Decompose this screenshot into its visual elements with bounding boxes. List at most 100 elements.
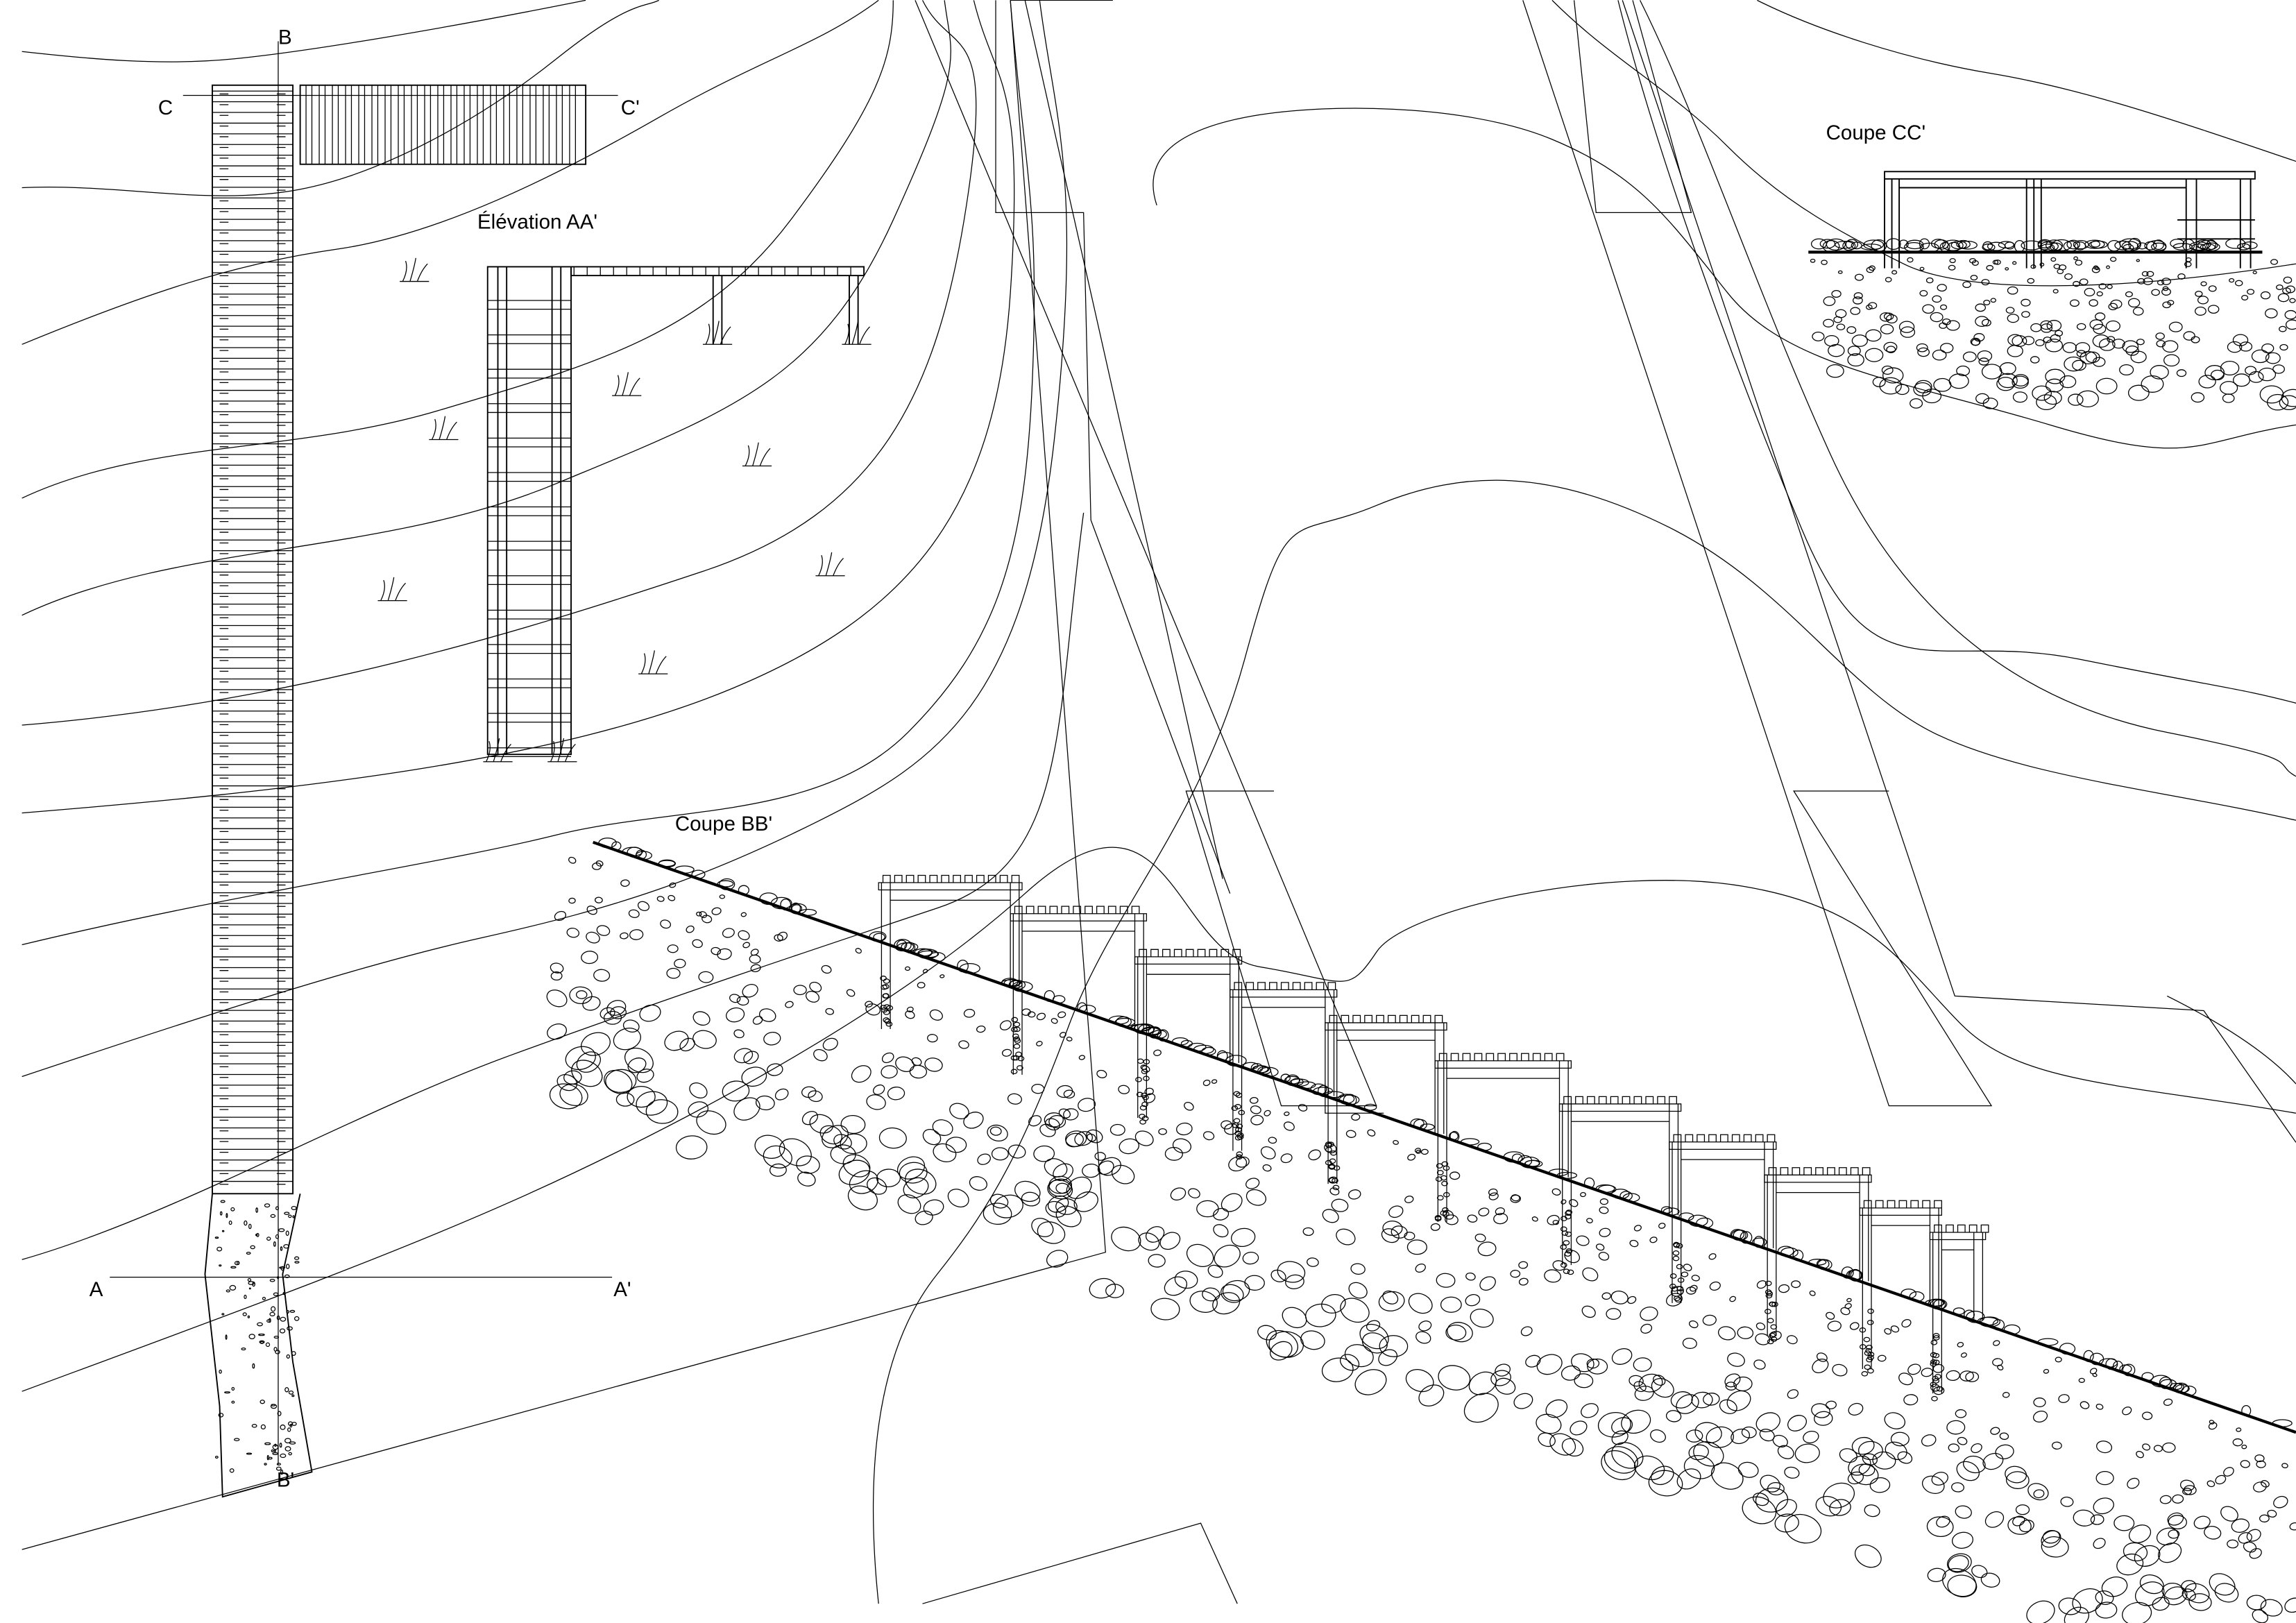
- rock: [2073, 1509, 2095, 1527]
- rock: [1207, 1264, 1223, 1278]
- rock: [1268, 1331, 1304, 1358]
- rock: [763, 1032, 781, 1046]
- gravel-stone: [275, 1466, 282, 1471]
- rock: [1759, 1428, 1775, 1442]
- rock: [2139, 1574, 2164, 1595]
- rock: [1897, 1451, 1913, 1464]
- surface-rock: [2122, 1363, 2136, 1377]
- rock: [2127, 384, 2150, 401]
- rock: [1640, 1323, 1653, 1334]
- rock: [801, 1086, 817, 1098]
- rock: [1036, 1012, 1046, 1021]
- surface-rock: [2046, 239, 2064, 251]
- rock: [1098, 1157, 1121, 1176]
- rock: [1164, 1146, 1183, 1161]
- rock: [1970, 275, 1978, 281]
- surface-rock: [2202, 242, 2220, 252]
- rock: [581, 951, 599, 965]
- rock: [2197, 296, 2209, 305]
- rock: [1344, 1344, 1374, 1368]
- contour-line: [22, 0, 1068, 1078]
- rock: [1111, 1226, 1141, 1252]
- rock: [847, 1185, 878, 1211]
- rock: [2277, 293, 2290, 303]
- rock: [1119, 1138, 1139, 1155]
- rock: [2222, 393, 2235, 403]
- surface-rock: [2066, 239, 2080, 250]
- rock: [1345, 1130, 1357, 1138]
- rock: [1971, 260, 1979, 266]
- rock: [2021, 311, 2030, 318]
- rock: [1449, 1171, 1461, 1180]
- rock: [1245, 1189, 1267, 1206]
- rock: [1829, 1499, 1851, 1516]
- surface-rock: [1052, 995, 1066, 1004]
- gravel-stone: [262, 1296, 266, 1300]
- footing-gravel: [1011, 1017, 1019, 1023]
- rock: [2208, 285, 2217, 292]
- footing-gravel: [1325, 1159, 1332, 1166]
- rock: [1545, 1399, 1568, 1418]
- rock: [550, 971, 563, 981]
- rock: [595, 860, 604, 867]
- rock: [1586, 1218, 1593, 1223]
- rock: [2123, 1542, 2148, 1562]
- rock: [568, 897, 576, 904]
- rock: [1445, 1214, 1459, 1225]
- surface-rock: [2084, 239, 2105, 249]
- rock: [656, 896, 665, 902]
- stair-step: [1010, 906, 1148, 1075]
- rock: [1468, 1371, 1497, 1395]
- rock: [1260, 1146, 1276, 1159]
- footing-gravel: [1236, 1151, 1243, 1157]
- footing-gravel: [1669, 1284, 1676, 1289]
- rock: [2092, 357, 2106, 367]
- rock: [2095, 1601, 2118, 1619]
- surface-rock: [1777, 1246, 1794, 1257]
- rock: [1812, 1358, 1829, 1373]
- surface-rock: [1826, 238, 1846, 251]
- rock: [1184, 1101, 1194, 1111]
- rock: [1549, 1433, 1576, 1456]
- surface-rock: [1808, 1259, 1827, 1266]
- rock: [2052, 1441, 2062, 1450]
- rock: [2259, 385, 2284, 404]
- rock: [1971, 339, 1980, 346]
- rock: [1445, 1324, 1467, 1341]
- rock: [2080, 1401, 2090, 1409]
- footing-gravel: [1014, 1038, 1021, 1044]
- rock: [1978, 357, 1989, 366]
- rock: [1249, 1097, 1259, 1104]
- rock: [2241, 294, 2249, 300]
- grass-tufts: [377, 257, 871, 763]
- rock: [2172, 1494, 2184, 1504]
- rock: [2234, 280, 2243, 287]
- footing-gravel: [1769, 1301, 1776, 1307]
- rock: [1959, 1370, 1974, 1382]
- gravel-stone: [265, 1342, 271, 1348]
- rock: [2064, 356, 2084, 372]
- footing-gravel: [1861, 1371, 1869, 1377]
- rock: [711, 946, 722, 955]
- rock: [743, 1051, 759, 1064]
- rock: [2157, 280, 2165, 286]
- rock: [2231, 1518, 2250, 1533]
- footing-gravel: [1932, 1333, 1940, 1339]
- gravel-stone: [246, 1452, 253, 1455]
- footing-gravel: [1440, 1175, 1447, 1181]
- rock: [1866, 266, 1875, 273]
- contour-line: [22, 0, 586, 62]
- rock: [1551, 1188, 1561, 1196]
- footing-gravel: [1010, 1055, 1018, 1061]
- footing-gravel: [1932, 1335, 1940, 1341]
- plank-lines: [212, 85, 576, 1185]
- boundary-line: [1010, 0, 1223, 879]
- rock: [2182, 1488, 2192, 1495]
- rock: [2101, 1577, 2128, 1597]
- rock: [1986, 264, 1994, 271]
- rock: [866, 1094, 886, 1110]
- rock: [2127, 298, 2141, 308]
- title-section-cc: Coupe CC': [1826, 121, 1926, 144]
- rock: [2161, 278, 2171, 285]
- rock: [2007, 344, 2023, 357]
